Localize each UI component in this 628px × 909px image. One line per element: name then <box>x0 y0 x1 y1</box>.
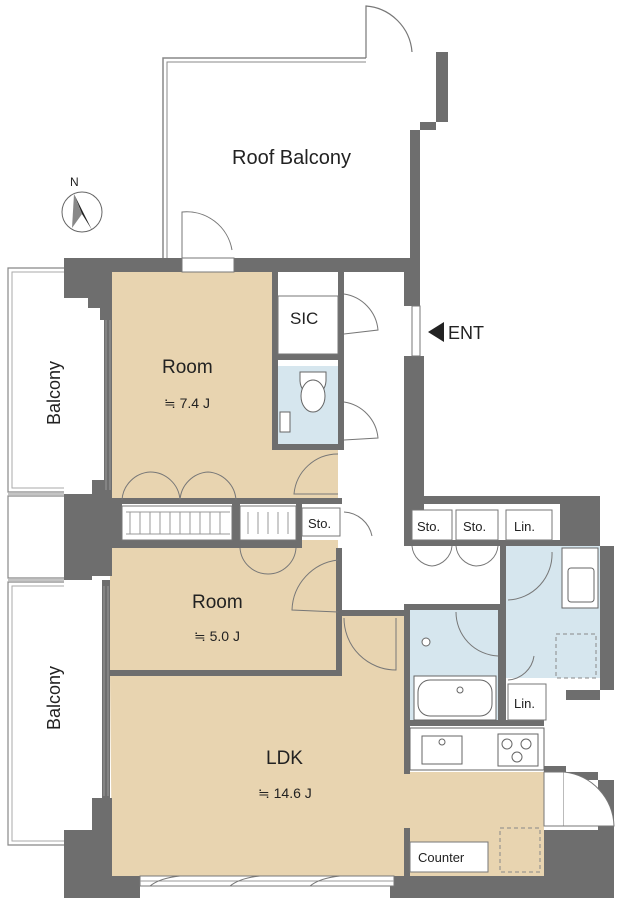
ldk-name: LDK <box>266 748 303 769</box>
sto-b-label: Sto. <box>463 519 486 534</box>
room1-name: Room <box>162 357 213 378</box>
washbasin-icon <box>561 547 599 609</box>
balcony-outlines <box>7 267 64 846</box>
shower-icon <box>421 637 431 647</box>
entrance-label: ENT <box>448 323 484 343</box>
stove-icon <box>497 733 539 767</box>
roof-balcony-area <box>162 5 413 258</box>
closet-shelves <box>121 505 297 541</box>
sto-hall-box <box>301 507 341 537</box>
windows-left <box>103 320 111 796</box>
toilet-icon <box>279 371 327 433</box>
windows-bottom <box>139 875 395 887</box>
counter-label: Counter <box>418 850 465 865</box>
lin-bottom-label: Lin. <box>514 696 535 711</box>
walls <box>64 52 614 898</box>
lin-top-label: Lin. <box>514 519 535 534</box>
bathtub-icon <box>413 675 497 721</box>
entrance-arrow-icon <box>428 322 444 342</box>
sto-a-label: Sto. <box>417 519 440 534</box>
lin-top-box <box>505 509 553 541</box>
balcony-upper-label: Balcony <box>44 361 64 425</box>
lin-bottom-box <box>507 683 547 721</box>
room2-floor <box>110 540 338 672</box>
sic-box <box>277 295 339 355</box>
room1-floor <box>112 272 338 500</box>
sic-label: SIC <box>290 309 318 328</box>
sto-a-box <box>411 509 453 541</box>
ldk-area: ≒ 14.6 J <box>258 785 312 801</box>
sto-b-box <box>455 509 499 541</box>
counter-box <box>409 841 489 873</box>
compass-north-label: N <box>70 175 79 189</box>
doors <box>121 211 615 827</box>
room1-area: ≒ 7.4 J <box>164 395 210 411</box>
roof-balcony-label: Roof Balcony <box>232 147 351 169</box>
ldk-floor <box>110 616 544 876</box>
sto-hall-label: Sto. <box>308 516 331 531</box>
compass-icon <box>61 191 103 233</box>
room2-area: ≒ 5.0 J <box>194 628 240 644</box>
room2-name: Room <box>192 592 243 613</box>
balcony-lower-label: Balcony <box>44 666 64 730</box>
roof-door <box>365 5 413 58</box>
